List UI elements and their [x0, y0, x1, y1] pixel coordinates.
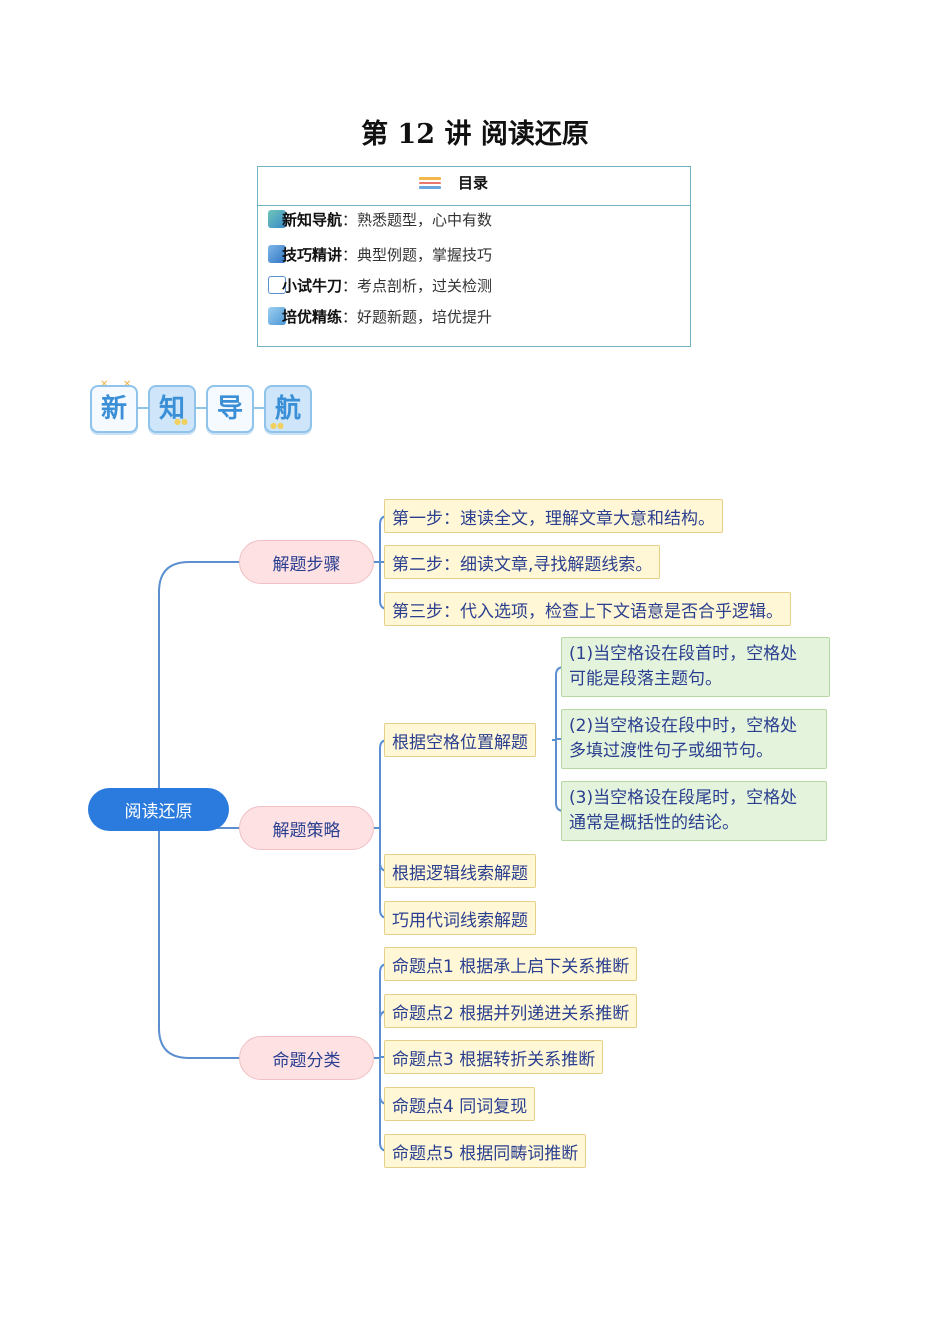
leaf-node[interactable]: 巧用代词线索解题 — [384, 901, 536, 935]
table-of-contents: 目录 新知导航：熟悉题型，心中有数 技巧精讲：典型例题，掌握技巧 小试牛刀：考点… — [257, 166, 691, 347]
leaf-node[interactable]: 根据逻辑线索解题 — [384, 854, 536, 888]
leaf-node[interactable]: 根据空格位置解题 — [384, 723, 536, 757]
sparkle-icon: ✕ — [123, 379, 131, 390]
open-book-icon — [268, 307, 286, 325]
detail-node[interactable]: (3)当空格设在段尾时，空格处 通常是概括性的结论。 — [561, 781, 827, 841]
leaf-node[interactable]: 命题点4 同词复现 — [384, 1087, 536, 1121]
banner-tile: 知 — [148, 385, 196, 433]
toc-item-desc: 熟悉题型，心中有数 — [357, 211, 493, 229]
detail-node[interactable]: (2)当空格设在段中时，空格处 多填过渡性句子或细节句。 — [561, 709, 827, 769]
leaf-node[interactable]: 第三步：代入选项，检查上下文语意是否合乎逻辑。 — [384, 592, 791, 626]
banner-tile: 导 — [206, 385, 254, 433]
branch-node[interactable]: 解题步骤 — [239, 540, 374, 584]
banner-tile: 新 — [90, 385, 138, 433]
toc-item-desc: 典型例题，掌握技巧 — [357, 246, 493, 264]
toc-item-label: 培优精练 — [282, 308, 343, 326]
page-title: 第 12 讲 阅读还原 — [361, 119, 589, 150]
mindmap-root[interactable]: 阅读还原 — [88, 788, 229, 831]
toc-item-desc: 好题新题，培优提升 — [357, 308, 493, 326]
toc-item[interactable]: 培优精练：好题新题，培优提升 — [268, 306, 492, 327]
map-icon — [268, 210, 286, 228]
toc-header: 目录 — [258, 167, 690, 206]
leaf-node[interactable]: 命题点1 根据承上启下关系推断 — [384, 947, 638, 981]
dots-decoration: ●● — [174, 417, 188, 426]
toc-item-label: 技巧精讲 — [282, 246, 343, 264]
leaf-node[interactable]: 命题点2 根据并列递进关系推断 — [384, 994, 638, 1028]
toc-heading: 目录 — [458, 174, 489, 192]
connector-line — [158, 561, 239, 810]
branch-node[interactable]: 命题分类 — [239, 1036, 374, 1080]
toc-item-label: 新知导航 — [282, 211, 343, 229]
toc-item[interactable]: 技巧精讲：典型例题，掌握技巧 — [268, 244, 492, 265]
banner-tile: 航 — [264, 385, 312, 433]
leaf-node[interactable]: 第二步：细读文章,寻找解题线索。 — [384, 545, 661, 579]
list-icon — [419, 177, 441, 191]
toc-item[interactable]: 小试牛刀：考点剖析，过关检测 — [268, 275, 492, 296]
dots-decoration: ●● — [270, 421, 284, 430]
book-icon — [268, 245, 286, 263]
leaf-node[interactable]: 第一步：速读全文，理解文章大意和结构。 — [384, 499, 723, 533]
branch-node[interactable]: 解题策略 — [239, 806, 374, 850]
detail-node[interactable]: (1)当空格设在段首时，空格处 可能是段落主题句。 — [561, 637, 830, 697]
leaf-node[interactable]: 命题点5 根据同畴词推断 — [384, 1134, 587, 1168]
sparkle-icon: ✕ — [100, 379, 108, 390]
leaf-node[interactable]: 命题点3 根据转折关系推断 — [384, 1040, 604, 1074]
toc-item-desc: 考点剖析，过关检测 — [357, 277, 493, 295]
connector-line — [158, 810, 239, 1059]
toc-item[interactable]: 新知导航：熟悉题型，心中有数 — [268, 209, 492, 230]
quiz-icon — [268, 276, 286, 294]
toc-item-label: 小试牛刀 — [282, 277, 343, 295]
